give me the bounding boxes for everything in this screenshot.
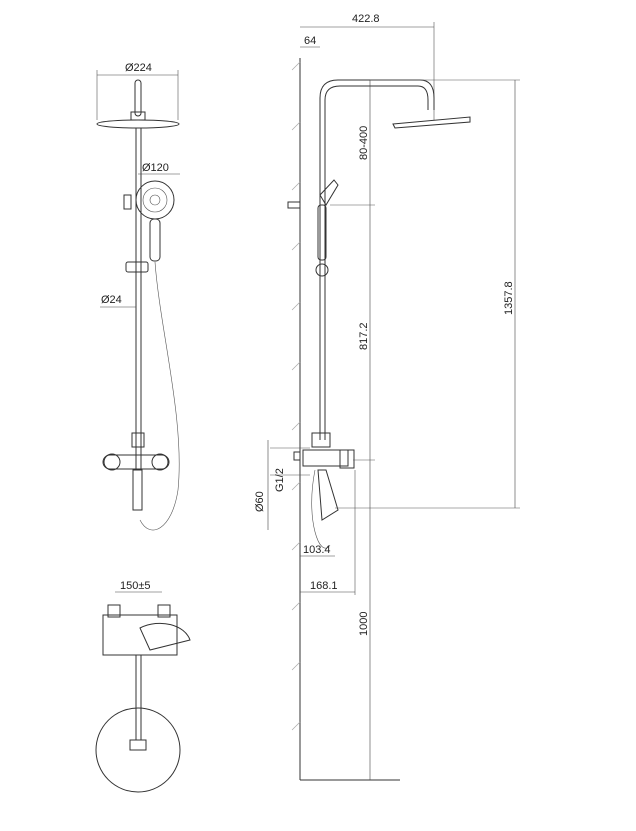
- mount-height-label: 1000: [358, 612, 370, 636]
- spout-depth-2-label: 168.1: [310, 580, 338, 592]
- front-view: Ø224 Ø120 Ø24: [96, 62, 180, 531]
- cover-diameter-label: Ø60: [254, 491, 266, 512]
- head-diameter-label: Ø224: [125, 62, 152, 74]
- total-height-label: 1357.8: [503, 281, 515, 315]
- rain-shower-head: [96, 119, 180, 129]
- rain-head-top: [95, 707, 181, 793]
- side-rain-head: [392, 116, 471, 129]
- adjust-range-label: 80-400: [358, 126, 370, 160]
- side-view: 422.8 64 1357.8 80-400 817.2 G1/2 Ø60: [254, 13, 520, 781]
- wall-offset-label: 64: [304, 35, 316, 47]
- thread-label: G1/2: [274, 468, 286, 492]
- hand-shower-diameter-label: Ø120: [142, 162, 169, 174]
- center-distance-label: 150±5: [120, 580, 151, 592]
- rail-diameter-label: Ø24: [101, 294, 122, 306]
- top-view: 150±5: [95, 580, 191, 793]
- spout-depth-1-label: 103.4: [303, 544, 331, 556]
- hand-shower-head: [135, 180, 175, 220]
- rail-height-label: 817.2: [358, 322, 370, 350]
- arm-projection-label: 422.8: [352, 13, 380, 25]
